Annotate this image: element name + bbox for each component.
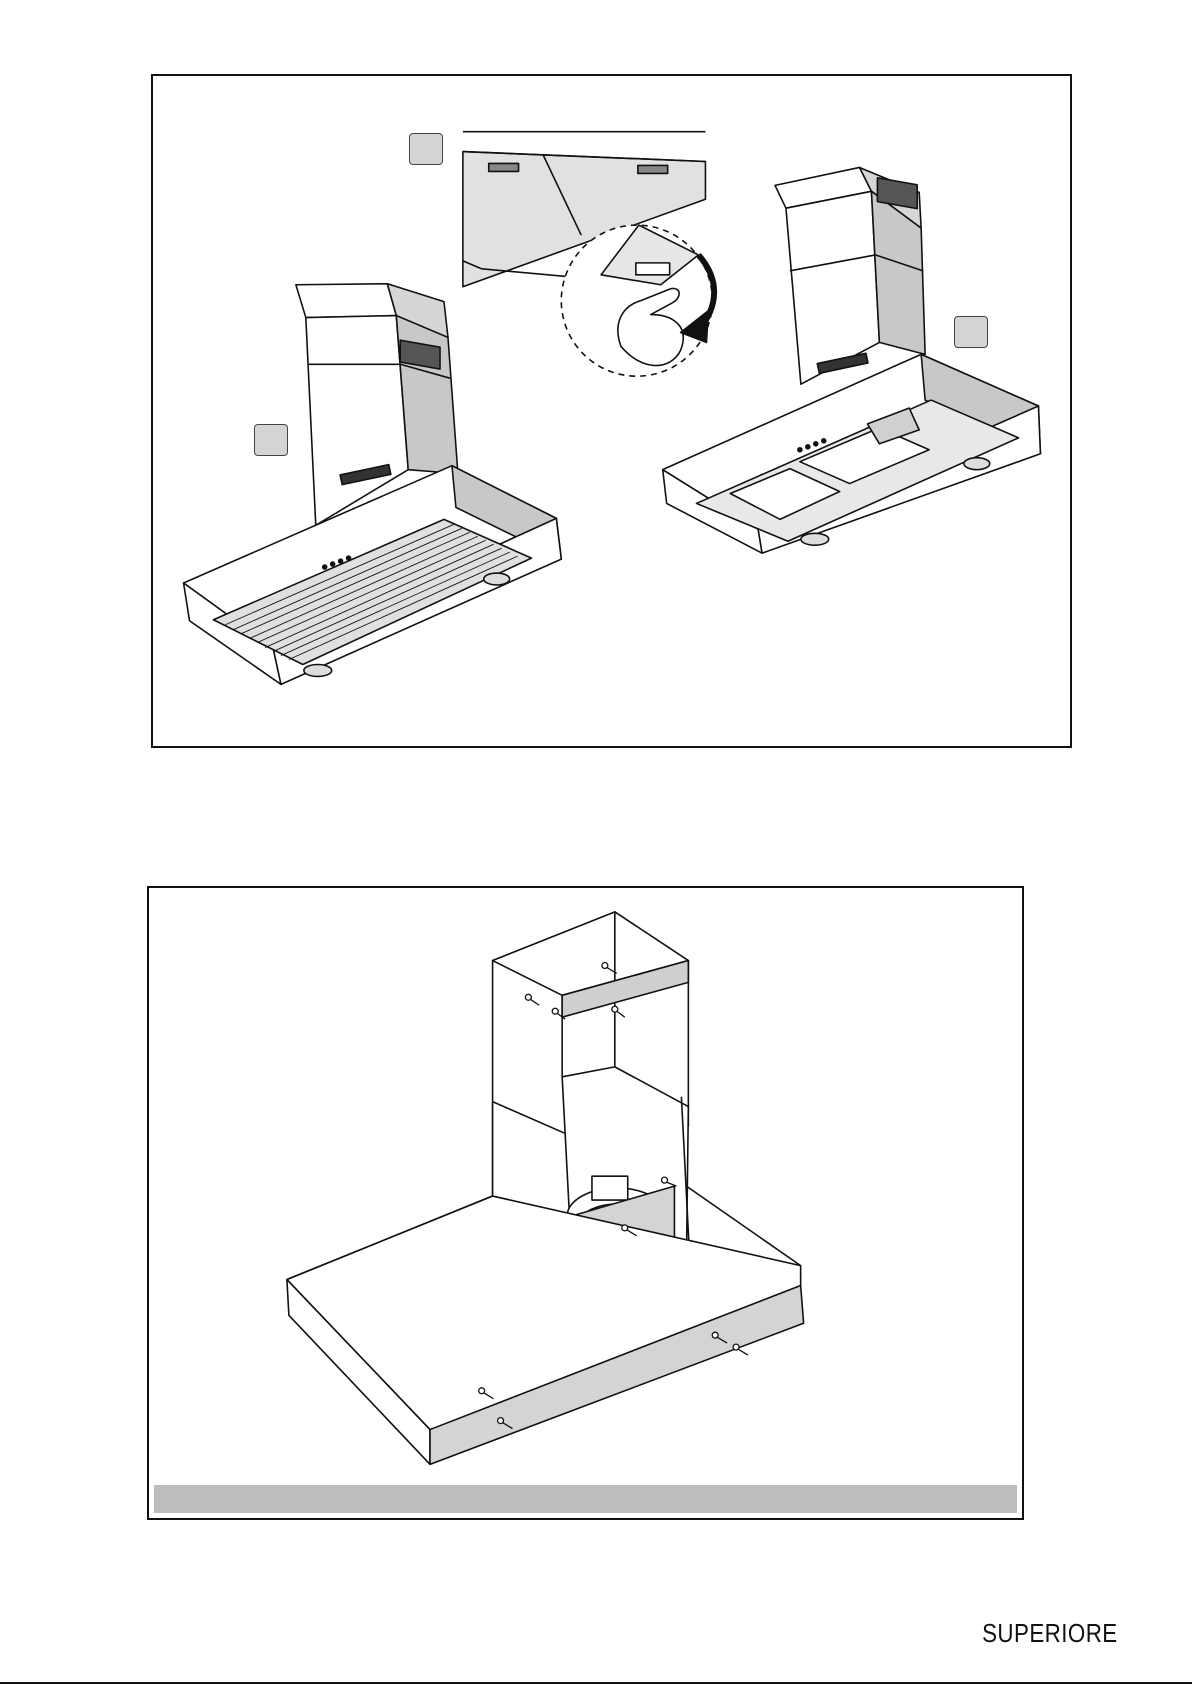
figure-caption-bar	[154, 1485, 1017, 1513]
range-hood-chimney-mounting-illustration	[149, 888, 1022, 1518]
filter-removal-figure	[151, 74, 1072, 748]
page-bottom-rule	[0, 1682, 1192, 1684]
step-marker-1	[254, 424, 288, 456]
chimney-mounting-figure	[147, 886, 1024, 1520]
brand-logo: SUPERIORE	[982, 1618, 1118, 1649]
range-hood-chimney-open-icon	[287, 912, 804, 1464]
range-hood-filter-removal-illustration	[153, 76, 1070, 746]
range-hood-with-filters-icon	[184, 284, 562, 685]
step-marker-3	[954, 316, 988, 348]
step-marker-2	[409, 133, 443, 165]
filter-release-hand-icon	[463, 132, 714, 377]
range-hood-filters-removed-icon	[663, 167, 1041, 553]
